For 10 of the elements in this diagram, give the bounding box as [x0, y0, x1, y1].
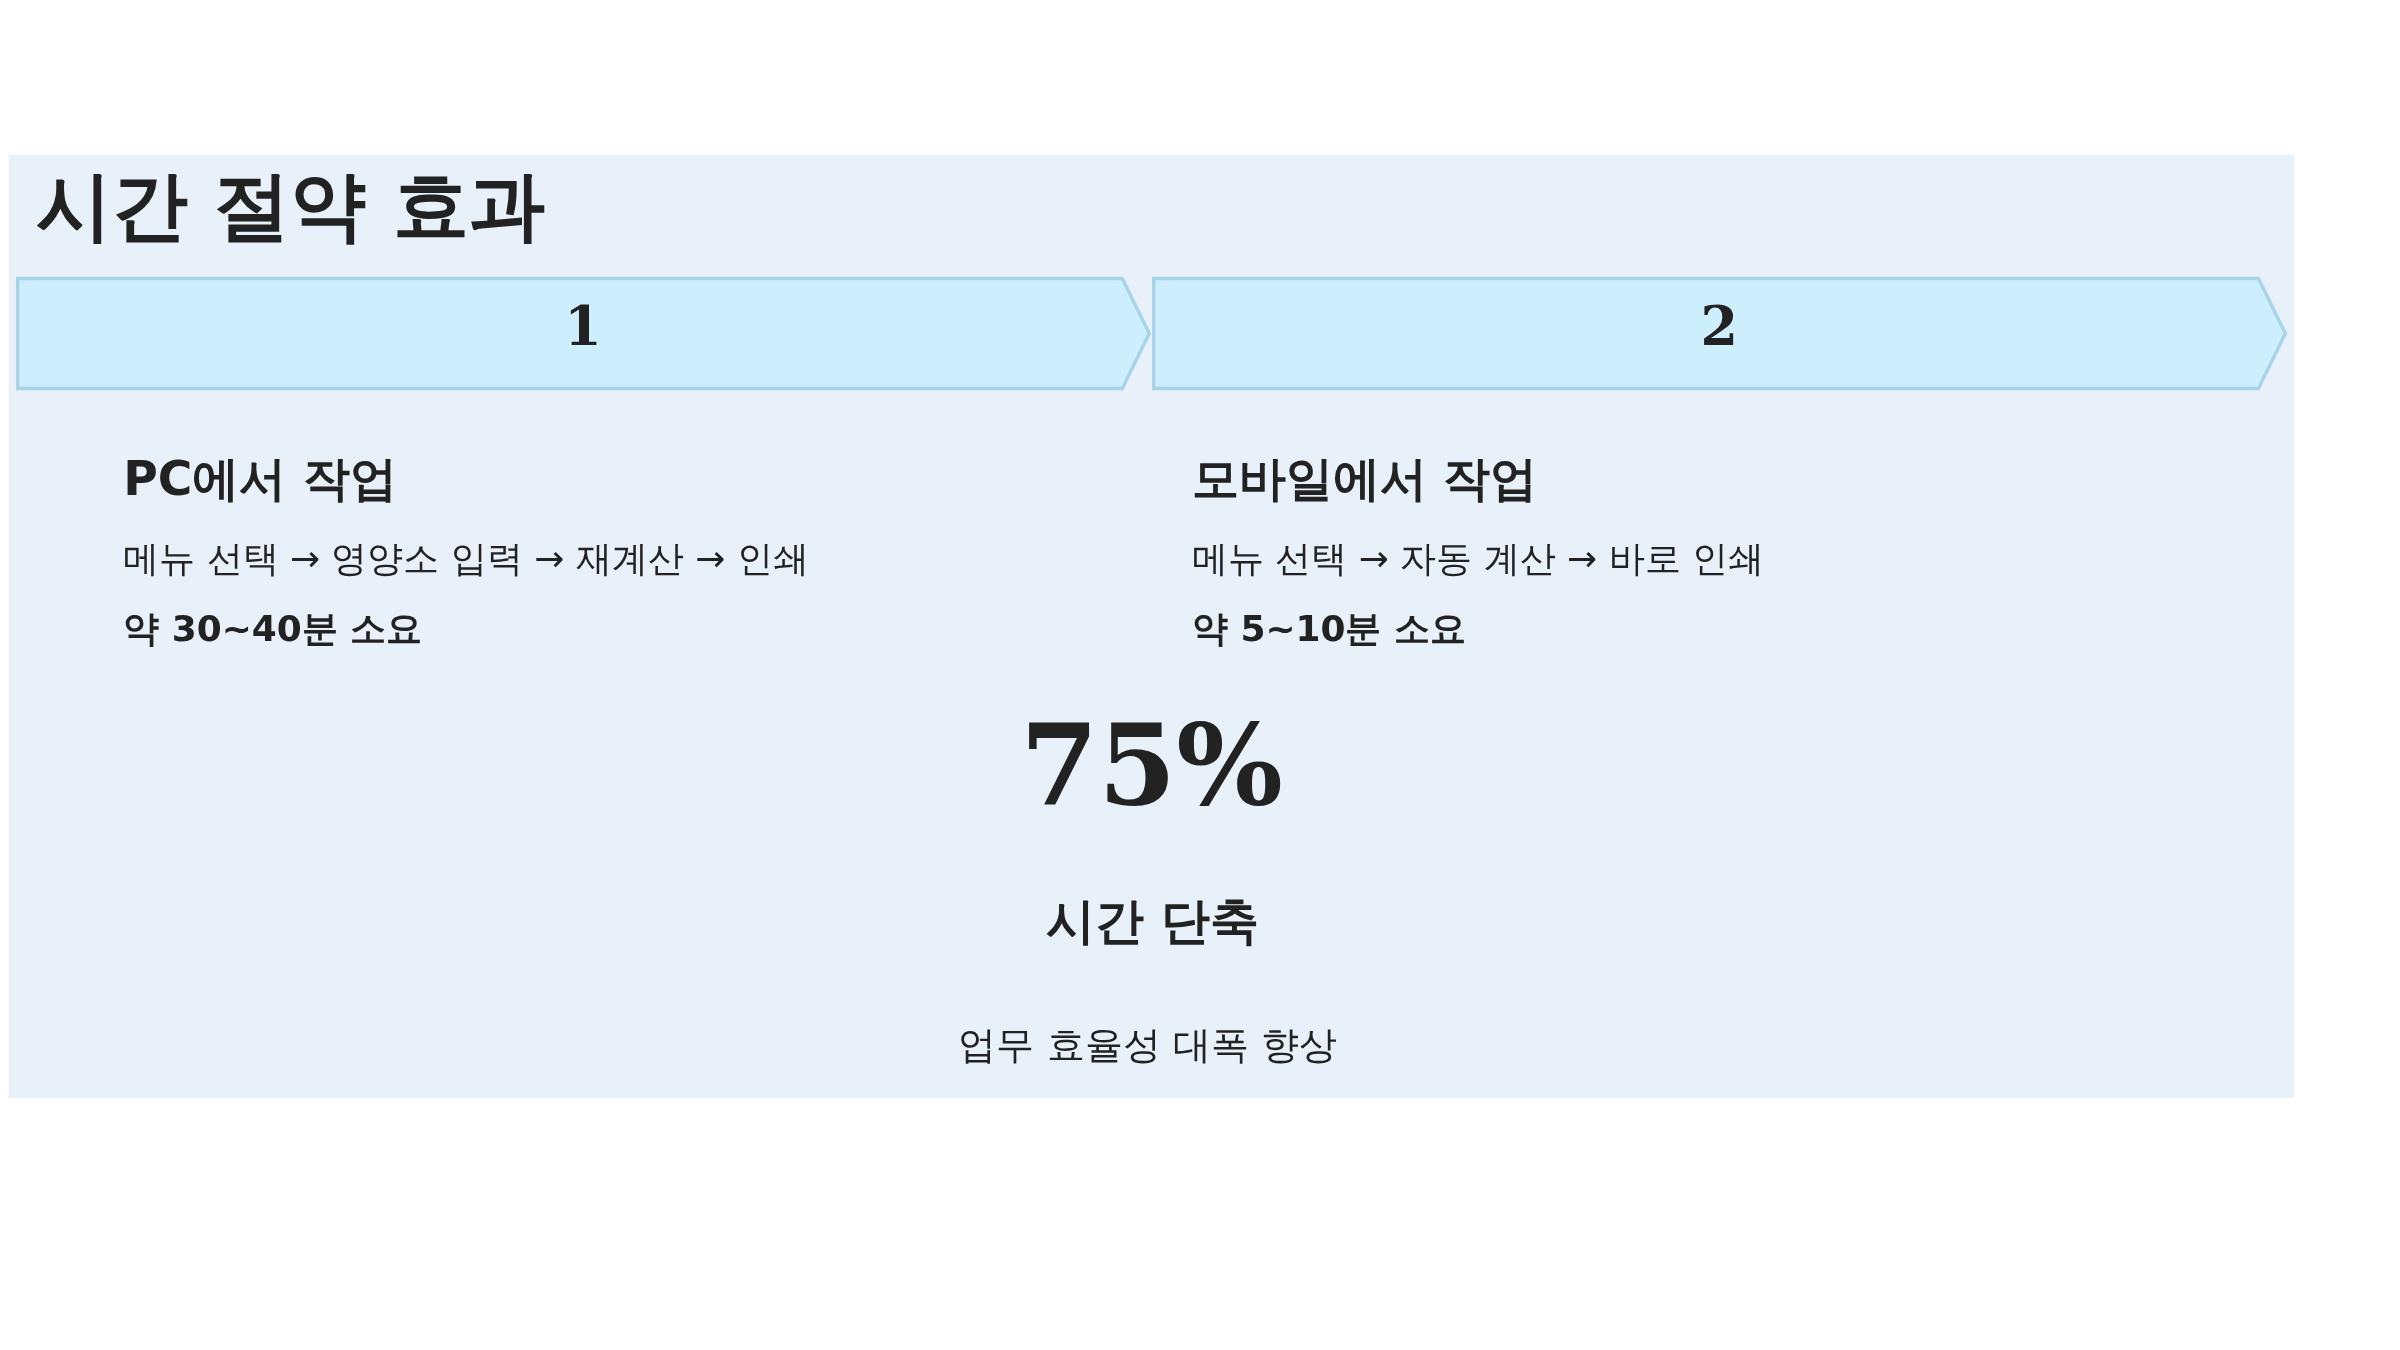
node-label: 약 30~40분 소요 [123, 607, 423, 649]
label: 시간 단축 [1045, 891, 1260, 950]
node-label: 모바일에서 작업 [1191, 450, 1538, 506]
label: 업무 효율성 대폭 향상 [958, 1022, 1337, 1067]
node-label: PC에서 작업 [123, 450, 397, 506]
diagram-title: 시간 절약 효과 [35, 160, 545, 250]
node-label: 메뉴 선택 → 자동 계산 → 바로 인쇄 [1191, 538, 1764, 580]
label: 75% [1020, 698, 1284, 830]
node-label: 약 5~10분 소요 [1191, 607, 1466, 649]
node-label: 메뉴 선택 → 영양소 입력 → 재계산 → 인쇄 [123, 538, 809, 580]
